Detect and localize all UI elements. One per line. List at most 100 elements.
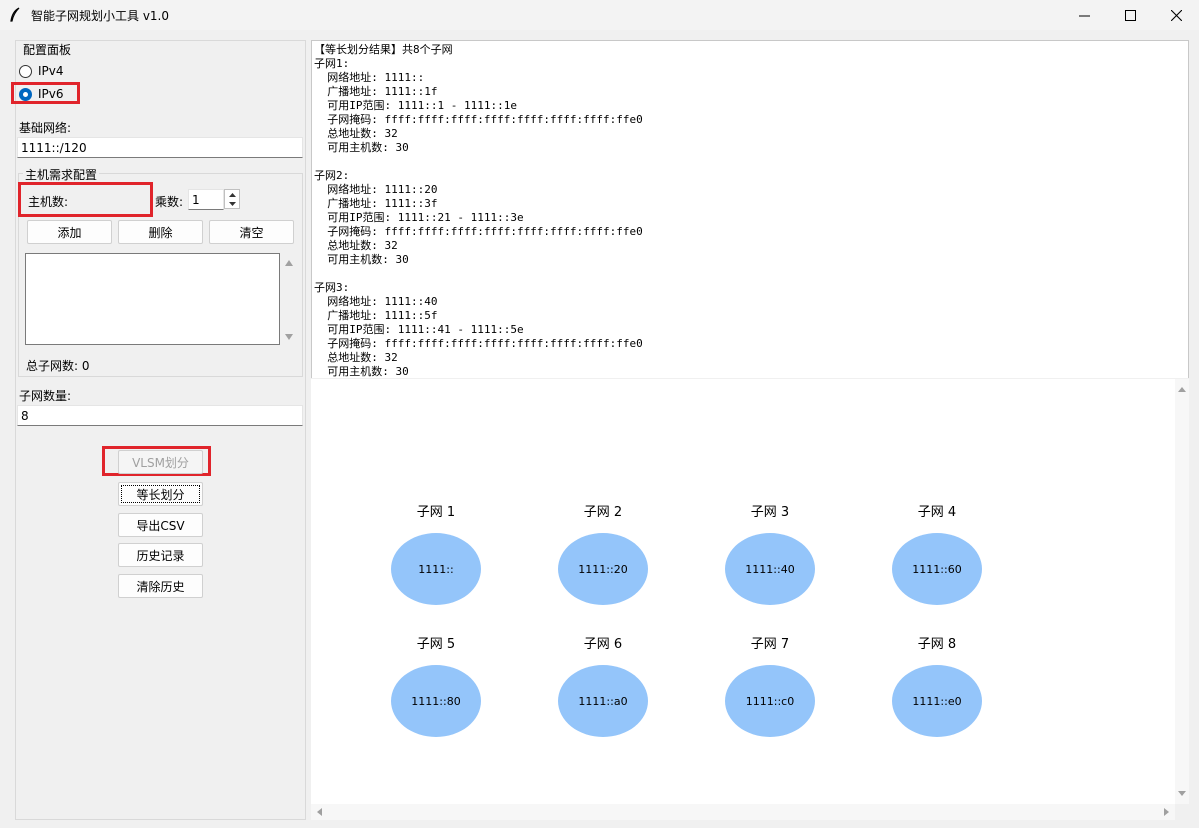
host-count-input[interactable] [74,189,148,210]
ipv6-label: IPv6 [38,87,64,101]
result-line: 总地址数: 32 [314,127,398,140]
result-line: 网络地址: 1111::40 [314,295,438,308]
host-config-frame [18,173,303,377]
result-line: 可用主机数: 30 [314,365,409,378]
vlsm-button[interactable]: VLSM划分 [118,450,203,474]
host-config-label: 主机需求配置 [23,166,100,183]
subnet-address: 1111:: [418,562,454,576]
result-line: 子网掩码: ffff:ffff:ffff:ffff:ffff:ffff:ffff… [314,337,643,350]
subnet-node: 1111::80 [391,665,481,737]
result-line: 子网2: [314,169,350,182]
subnet-node: 1111::e0 [892,665,982,737]
vlsm-highlight-box [102,446,211,476]
result-line: 总地址数: 32 [314,239,398,252]
subnet-label: 子网 5 [416,637,456,652]
scroll-down-icon [1178,791,1186,796]
config-panel [15,40,306,820]
result-line: 总地址数: 32 [314,351,398,364]
multiplier-spinner[interactable] [224,189,240,209]
ipv4-label: IPv4 [38,64,64,78]
close-button[interactable] [1153,0,1199,30]
subnet-node: 1111::20 [558,533,648,605]
subnet-count-label: 子网数量: [19,389,72,403]
result-line [314,267,1186,281]
result-line: 可用IP范围: 1111::1 - 1111::1e [314,99,517,112]
feather-icon [10,7,20,22]
export-csv-button[interactable]: 导出CSV [118,513,203,537]
result-line: 子网3: [314,281,350,294]
result-line: 广播地址: 1111::1f [314,85,438,98]
subnet-label: 子网 2 [583,505,623,520]
host-list-scrollbar[interactable] [280,253,298,345]
spin-down-icon [228,201,236,206]
total-subnets-label: 总子网数: 0 [26,359,90,373]
subnet-label: 子网 1 [416,505,456,520]
canvas-vertical-scrollbar[interactable] [1175,379,1189,804]
subnet-address: 1111::80 [411,694,461,708]
result-line: 子网掩码: ffff:ffff:ffff:ffff:ffff:ffff:ffff… [314,113,643,126]
scroll-up-icon [1178,387,1186,392]
subnet-label: 子网 4 [917,505,957,520]
result-line: 可用IP范围: 1111::21 - 1111::3e [314,211,524,224]
ipv4-radio-circle[interactable] [19,64,32,78]
scroll-down-icon [285,334,293,340]
canvas-horizontal-scrollbar[interactable] [311,804,1175,820]
subnet-address: 1111::20 [578,562,628,576]
spin-up-icon [228,192,236,197]
subnet-address: 1111::c0 [745,694,795,708]
result-line: 可用主机数: 30 [314,141,409,154]
result-line: 子网1: [314,57,350,70]
base-network-input[interactable]: 1111::/120 [17,137,303,158]
scroll-right-icon [1164,808,1169,816]
multiplier-label: 乘数: [155,195,184,209]
result-line: 子网掩码: ffff:ffff:ffff:ffff:ffff:ffff:ffff… [314,225,643,238]
title-bar: 智能子网规划小工具 v1.0 [0,0,1199,30]
scroll-left-icon [317,808,322,816]
minimize-button[interactable] [1061,0,1107,30]
result-line: 网络地址: 1111::20 [314,183,438,196]
spin-down-button[interactable] [225,199,239,208]
subnet-label: 子网 3 [750,505,790,520]
scroll-up-icon [285,260,293,266]
subnet-address: 1111::a0 [578,694,628,708]
window-title: 智能子网规划小工具 v1.0 [31,9,170,23]
ipv6-radio[interactable]: IPv6 [19,85,64,103]
result-line: 广播地址: 1111::5f [314,309,438,322]
subnet-count-input[interactable]: 8 [17,405,303,426]
ipv4-radio[interactable]: IPv4 [19,62,64,80]
minimize-icon [1078,15,1090,16]
subnet-node: 1111:: [391,533,481,605]
multiplier-input[interactable]: 1 [188,189,224,210]
subnet-label: 子网 8 [917,637,957,652]
subnet-address: 1111::40 [745,562,795,576]
add-button[interactable]: 添加 [27,220,112,244]
equal-split-button[interactable]: 等长划分 [118,482,203,506]
clear-button[interactable]: 清空 [209,220,294,244]
host-requirements-list[interactable] [25,253,280,345]
result-header: 【等长划分结果】共8个子网 [314,43,453,56]
result-line: 可用主机数: 30 [314,253,409,266]
subnet-label: 子网 6 [583,637,623,652]
host-count-label: 主机数: [28,195,69,209]
result-line: 网络地址: 1111:: [314,71,425,84]
subnet-node: 1111::60 [892,533,982,605]
maximize-icon [1124,9,1136,21]
ipv6-highlight-box [11,82,80,104]
subnet-node: 1111::40 [725,533,815,605]
result-text-area[interactable]: 【等长划分结果】共8个子网子网1: 网络地址: 1111:: 广播地址: 111… [311,40,1189,378]
result-lines: 子网1: 网络地址: 1111:: 广播地址: 1111::1f 可用IP范围:… [314,57,1186,378]
clear-history-button[interactable]: 清除历史 [118,574,203,598]
spin-up-button[interactable] [225,190,239,199]
close-icon [1170,9,1182,21]
maximize-button[interactable] [1107,0,1153,30]
ipv6-radio-circle[interactable] [19,87,32,101]
delete-button[interactable]: 删除 [118,220,203,244]
config-panel-label: 配置面板 [21,41,74,58]
result-line [314,155,1186,169]
result-line: 广播地址: 1111::3f [314,197,438,210]
host-count-highlight-box [18,182,153,217]
history-button[interactable]: 历史记录 [118,543,203,567]
subnet-address: 1111::60 [912,562,962,576]
subnet-address: 1111::e0 [912,694,962,708]
